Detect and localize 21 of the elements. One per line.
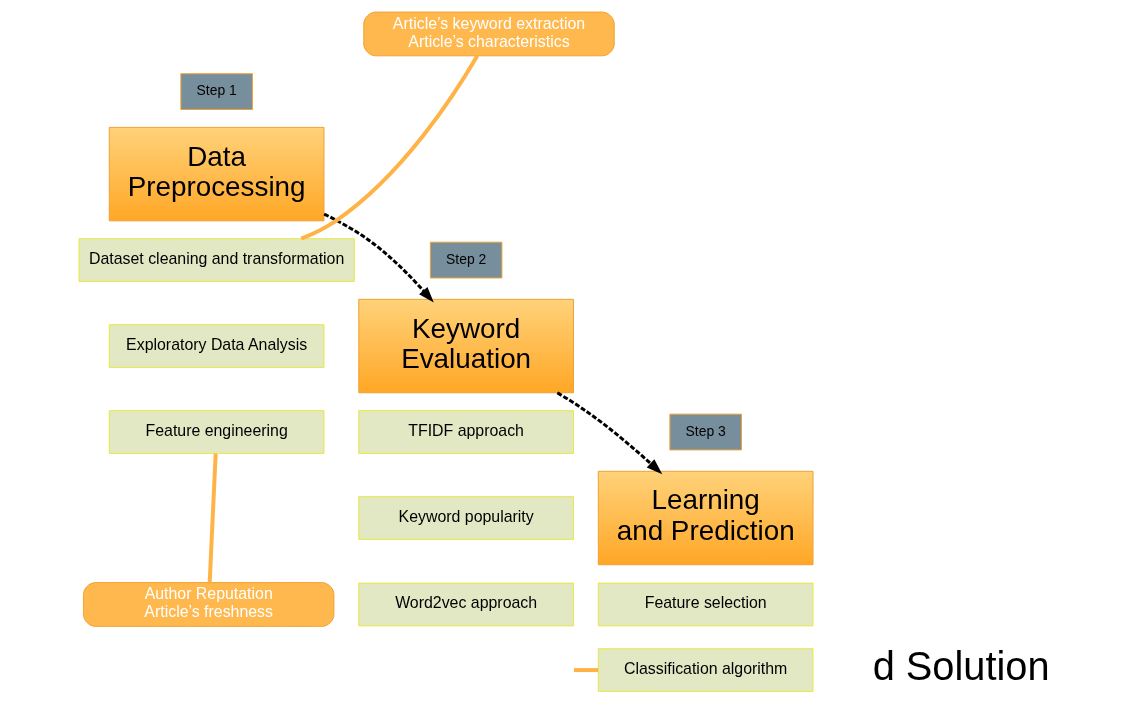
connector (207, 453, 218, 583)
node-box: Exploratory Data Analysis (108, 324, 324, 368)
node-box: TFIDF approach (357, 410, 574, 454)
node-box: Step 3 (668, 413, 742, 451)
node-box: Feature engineering (108, 410, 324, 454)
node-box: Article’s keyword extraction Article’s characteristics (362, 11, 615, 57)
node-box: Keyword popularity (357, 496, 574, 540)
node-box: Step 2 (429, 241, 502, 279)
node-box: Author Reputation Article’s freshness (82, 582, 334, 627)
node-box: Feature selection (597, 582, 813, 627)
node-box: Data Preprocessing (108, 126, 324, 222)
arrow (323, 212, 434, 303)
node-box: Classification algorithm (597, 648, 813, 692)
node-box: Step 1 (179, 73, 253, 110)
connector (573, 668, 598, 673)
node-box: Dataset cleaning and transformation (78, 238, 355, 282)
arrow (556, 391, 662, 475)
node-box: Learning and Prediction (597, 470, 813, 566)
node-box: Keyword Evaluation (357, 298, 574, 394)
label: d Solution (872, 644, 1050, 689)
node-box: Word2vec approach (357, 582, 574, 627)
